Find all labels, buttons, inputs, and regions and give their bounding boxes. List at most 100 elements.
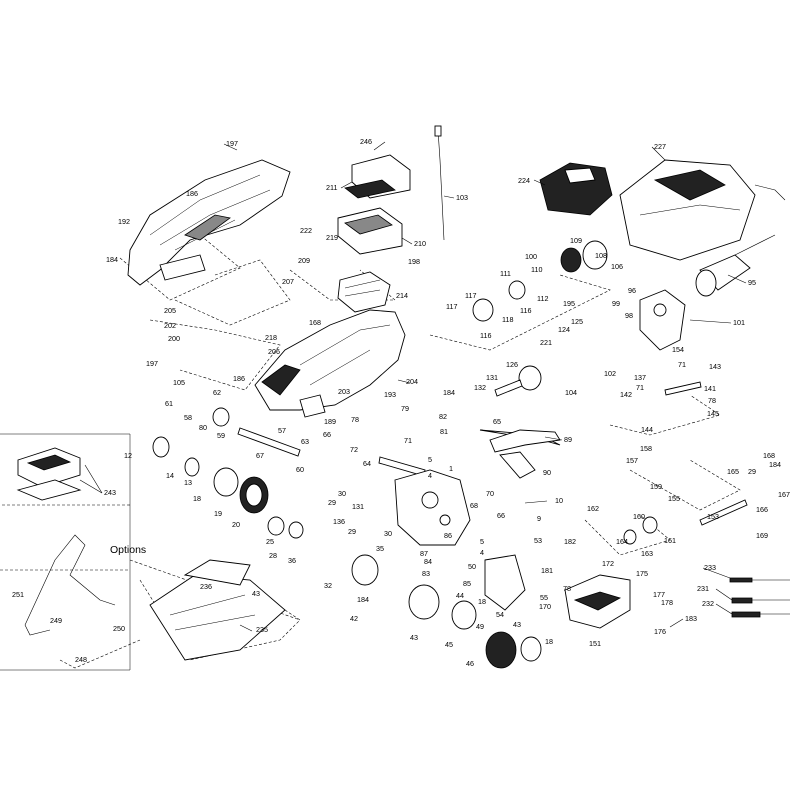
part-number-label: 221 (540, 338, 552, 347)
part-number-label: 98 (625, 311, 633, 320)
part-number-label: 161 (664, 536, 676, 545)
part-number-label: 153 (707, 512, 719, 521)
part-number-label: 90 (543, 468, 551, 477)
part-number-label: 219 (326, 233, 338, 242)
part-number-label: 236 (200, 582, 212, 591)
part-number-label: 95 (748, 278, 756, 287)
part-number-label: 10 (555, 496, 563, 505)
part-number-label: 43 (410, 633, 418, 642)
part-number-label: 168 (309, 318, 321, 327)
part-number-label: 142 (620, 390, 632, 399)
part-number-label: 79 (401, 404, 409, 413)
part-number-label: 204 (406, 377, 418, 386)
part-number-label: 18 (545, 637, 553, 646)
part-number-label: 117 (446, 302, 457, 311)
part-number-label: 63 (301, 437, 309, 446)
part-number-label: 12 (124, 451, 132, 460)
part-number-label: 78 (563, 584, 571, 593)
part-number-label: 209 (298, 256, 310, 265)
part-number-label: 193 (384, 390, 396, 399)
part-number-label: 131 (486, 373, 498, 382)
part-number-label: 165 (727, 467, 739, 476)
part-number-label: 186 (233, 374, 245, 383)
part-number-label: 105 (173, 378, 185, 387)
part-number-label: 172 (602, 559, 614, 568)
option-bracket (24, 534, 116, 636)
part-number-label: 125 (571, 317, 583, 326)
part-number-label: 143 (709, 362, 721, 371)
part-number-label: 43 (252, 589, 260, 598)
part-number-label: 203 (338, 387, 350, 396)
part-number-label: 80 (199, 423, 207, 432)
part-number-label: 71 (404, 436, 412, 445)
part-number-label: 100 (525, 252, 537, 261)
part-number-label: 162 (587, 504, 599, 513)
cable (434, 125, 445, 241)
part-number-label: 65 (493, 417, 501, 426)
part-number-label: 177 (653, 590, 665, 599)
part-number-label: 53 (534, 536, 542, 545)
main-housing (254, 309, 406, 418)
part-number-label: 45 (445, 640, 453, 649)
part-number-label: 206 (268, 347, 280, 356)
rings (152, 240, 658, 669)
part-number-label: 159 (650, 482, 662, 491)
part-number-label: 85 (463, 579, 471, 588)
part-number-label: 19 (214, 509, 222, 518)
part-number-label: 117 (465, 291, 476, 300)
part-number-label: 169 (756, 531, 768, 540)
part-number-label: 101 (733, 318, 745, 327)
part-number-label: 49 (476, 622, 484, 631)
part-number-label: 205 (164, 306, 176, 315)
part-number-label: 184 (357, 595, 369, 604)
part-number-label: 126 (506, 360, 518, 369)
part-number-label: 59 (217, 431, 225, 440)
part-number-label: 218 (265, 333, 277, 342)
part-number-label: 13 (184, 478, 192, 487)
part-number-label: 108 (595, 251, 607, 260)
part-number-label: 81 (440, 427, 448, 436)
leader-lines (79, 141, 747, 632)
part-number-label: 154 (672, 345, 684, 354)
part-number-label: 137 (634, 373, 646, 382)
charger (619, 159, 786, 261)
part-number-label: 109 (570, 236, 582, 245)
part-number-label: 36 (288, 556, 296, 565)
part-number-label: 235 (256, 625, 268, 634)
part-number-label: 116 (480, 331, 491, 340)
part-number-label: 62 (213, 388, 221, 397)
part-number-label: 57 (278, 426, 286, 435)
part-number-label: 160 (633, 512, 645, 521)
part-number-label: 82 (439, 412, 447, 421)
part-number-label: 184 (106, 255, 118, 264)
part-number-label: 66 (497, 511, 505, 520)
part-number-label: 251 (12, 590, 24, 599)
upper-handle-housing (127, 159, 291, 286)
part-number-label: 111 (500, 269, 511, 278)
part-number-label: 170 (539, 602, 551, 611)
part-number-label: 43 (513, 620, 521, 629)
part-number-label: 67 (256, 451, 264, 460)
part-number-label: 58 (184, 413, 192, 422)
part-number-label: 55 (540, 593, 548, 602)
display-cover (337, 154, 411, 255)
part-number-label: 118 (502, 315, 513, 324)
part-number-label: 141 (704, 384, 716, 393)
part-number-label: 249 (50, 616, 62, 625)
part-number-label: 163 (641, 549, 653, 558)
part-number-label: 243 (104, 488, 116, 497)
part-number-label: 4 (480, 548, 484, 557)
part-number-label: 167 (778, 490, 790, 499)
part-number-label: 35 (376, 544, 384, 553)
part-number-label: 5 (428, 455, 432, 464)
part-number-label: 102 (604, 369, 616, 378)
part-number-label: 116 (520, 306, 531, 315)
part-number-label: 83 (422, 569, 430, 578)
part-number-label: 197 (146, 359, 158, 368)
part-number-label: 198 (408, 257, 420, 266)
part-number-label: 72 (350, 445, 358, 454)
part-number-label: 61 (165, 399, 173, 408)
part-number-label: 5 (480, 537, 484, 546)
part-number-label: 183 (685, 614, 697, 623)
